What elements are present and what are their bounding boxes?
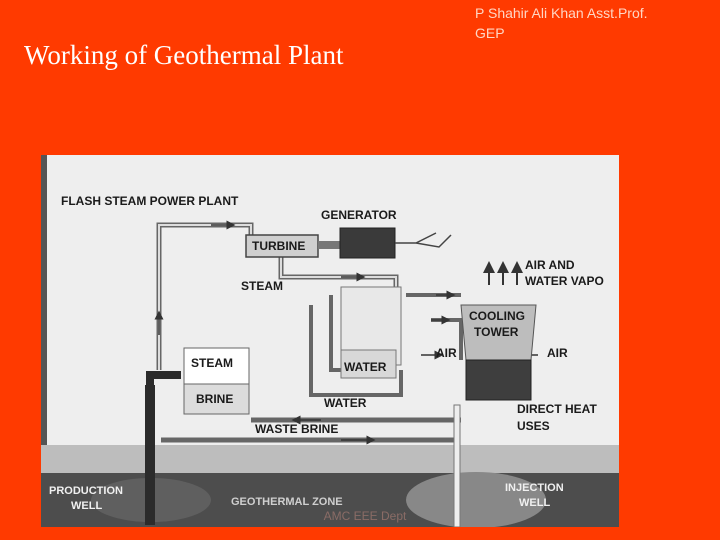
label-water-lower: WATER xyxy=(324,396,367,410)
water-tank xyxy=(340,349,397,379)
scan-edge xyxy=(41,155,47,527)
label-direct-heat-2: USES xyxy=(517,419,550,433)
diagram-canvas: FLASH STEAM POWER PLANT GENERATOR TURBIN… xyxy=(41,155,619,527)
label-cooling-2: TOWER xyxy=(474,325,519,339)
production-well-pipe xyxy=(145,385,155,525)
label-steam-box: STEAM xyxy=(191,356,233,370)
author-name: P Shahir Ali Khan Asst.Prof. xyxy=(475,5,648,21)
label-generator: GENERATOR xyxy=(321,208,397,222)
steam-chamber xyxy=(183,347,250,385)
author-affiliation: GEP xyxy=(475,25,505,41)
label-steam-upper: STEAM xyxy=(241,279,283,293)
label-air-left: AIR xyxy=(436,346,457,360)
label-brine: BRINE xyxy=(196,392,233,406)
injection-well-pipe xyxy=(453,404,461,527)
production-well-elbow xyxy=(146,371,181,385)
label-injection-1: INJECTION xyxy=(505,482,564,494)
label-injection-2: WELL xyxy=(519,497,550,509)
label-production-2: WELL xyxy=(71,500,102,512)
return-water-pipe xyxy=(309,305,403,397)
steam-supply-pipe-inner xyxy=(158,224,252,370)
brine-chamber xyxy=(183,383,250,415)
label-cooling-1: COOLING xyxy=(469,309,525,323)
generator-box xyxy=(339,227,396,259)
label-air-vapor-1: AIR AND xyxy=(525,258,575,272)
label-waste-brine: WASTE BRINE xyxy=(255,422,338,436)
slide-footer: AMC EEE Dept xyxy=(323,509,407,523)
turbine-shaft xyxy=(318,241,340,249)
diagram-header: FLASH STEAM POWER PLANT xyxy=(61,194,239,208)
label-geothermal-zone: GEOTHERMAL ZONE xyxy=(231,496,343,508)
label-direct-heat-1: DIRECT HEAT xyxy=(517,402,597,416)
label-air-vapor-2: WATER VAPO xyxy=(525,274,604,288)
injection-zone xyxy=(406,472,546,527)
power-lines xyxy=(395,232,452,248)
label-water-upper: WATER xyxy=(344,360,387,374)
author-credit: P Shahir Ali Khan Asst.Prof. GEP xyxy=(475,3,715,43)
geothermal-plant-diagram: FLASH STEAM POWER PLANT GENERATOR TURBIN… xyxy=(41,155,619,527)
label-turbine: TURBINE xyxy=(252,239,305,253)
cooling-tower-base xyxy=(465,359,532,401)
slide-title: Working of Geothermal Plant xyxy=(24,40,344,70)
label-production-1: PRODUCTION xyxy=(49,485,123,497)
label-air-right: AIR xyxy=(547,346,568,360)
